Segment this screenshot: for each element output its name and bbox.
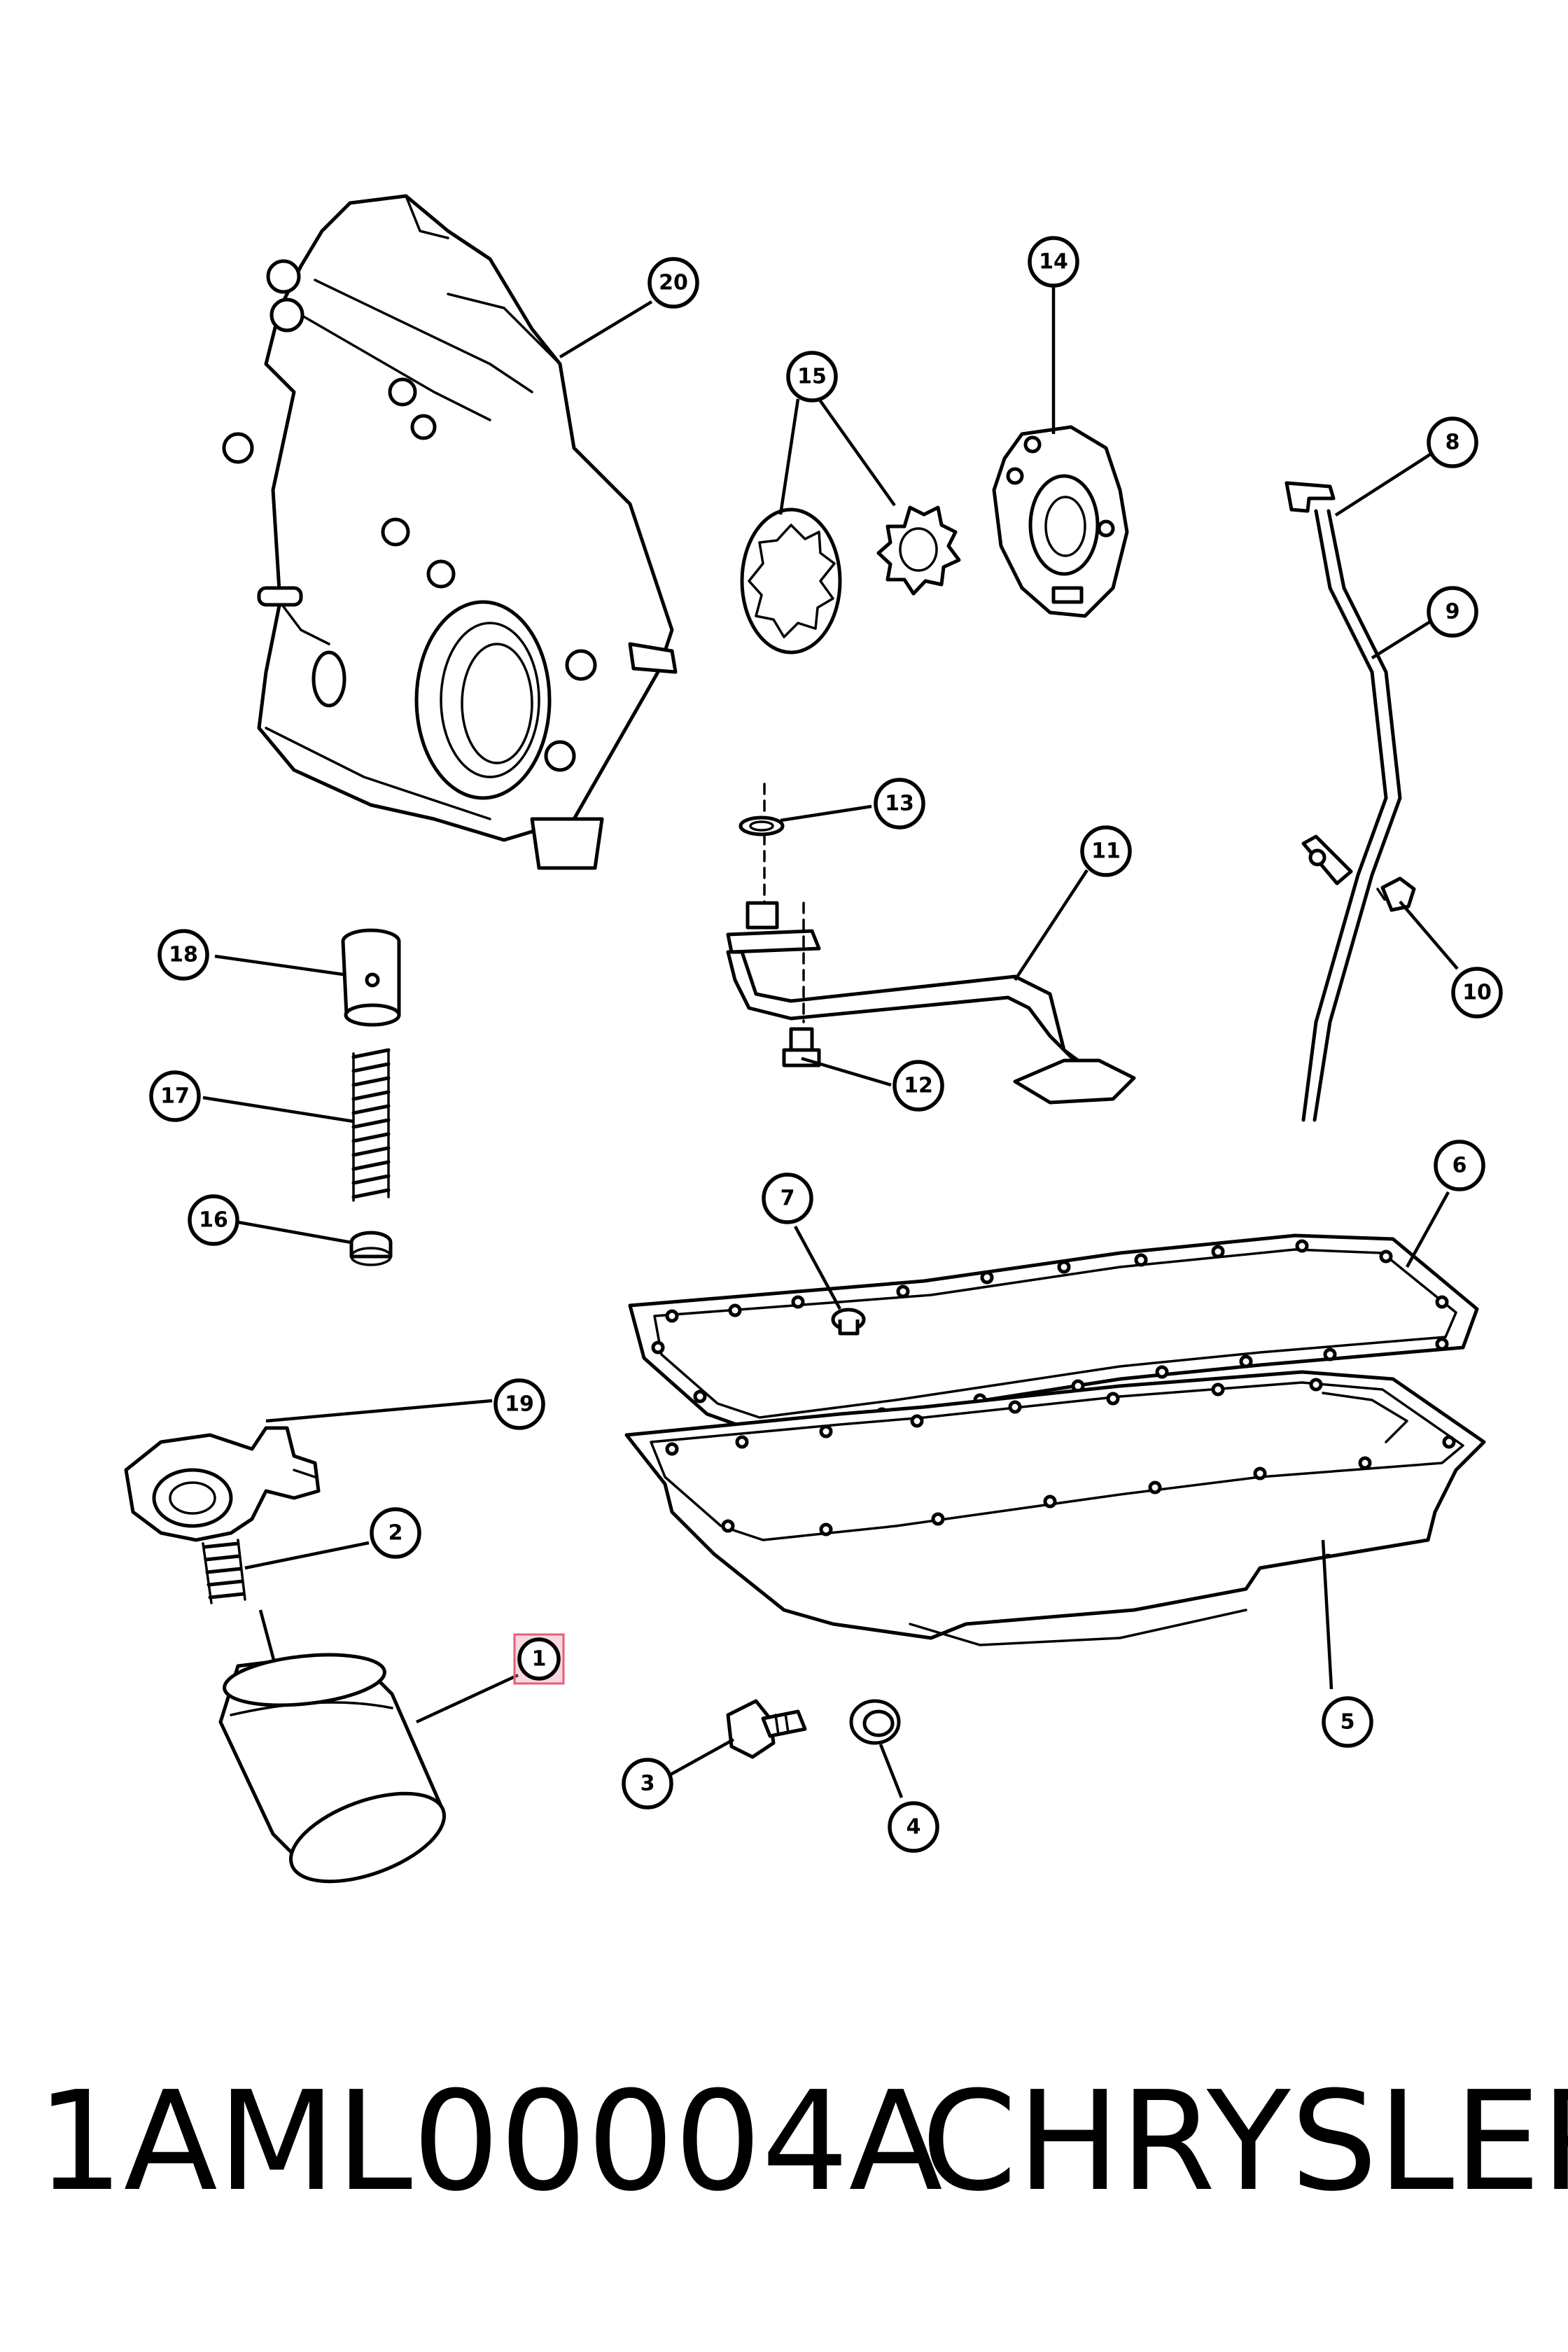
callout-circle	[1434, 1140, 1485, 1191]
callout-label: 6	[1452, 1154, 1467, 1178]
callout-circle	[1322, 1696, 1373, 1748]
part-oil-pump-rotors	[740, 505, 961, 654]
part-filter-adapter	[124, 1426, 321, 1542]
callout-label: 1	[532, 1647, 547, 1672]
callout-18: 18	[158, 929, 209, 981]
callout-label: 10	[1462, 981, 1492, 1005]
callout-circle	[517, 1637, 561, 1681]
callout-7: 7	[762, 1172, 813, 1224]
callout-circle	[188, 1194, 239, 1246]
callout-circle	[648, 257, 699, 309]
leader-lines	[202, 280, 1459, 1798]
callout-11: 11	[1080, 825, 1132, 877]
callout-10: 10	[1451, 967, 1503, 1018]
callout-label: 11	[1091, 839, 1121, 864]
callout-label: 20	[659, 271, 688, 295]
callout-5: 5	[1322, 1696, 1373, 1748]
callout-label: 3	[640, 1772, 655, 1796]
callout-circle	[370, 1507, 421, 1559]
callout-label: 15	[797, 365, 827, 389]
callout-15: 15	[786, 351, 838, 402]
callout-12: 12	[892, 1060, 944, 1112]
callout-label: 8	[1446, 430, 1460, 455]
callout-2: 2	[370, 1507, 421, 1559]
callout-label: 9	[1446, 600, 1460, 624]
callout-label: 5	[1340, 1710, 1355, 1735]
callout-circle	[493, 1378, 545, 1430]
callout-circle	[1427, 586, 1478, 638]
callout-label: 19	[505, 1392, 534, 1417]
callout-14: 14	[1028, 236, 1079, 288]
part-oil-pickup	[726, 783, 1136, 1105]
part-drain-washer	[849, 1699, 901, 1745]
callout-circle	[1028, 236, 1079, 288]
brand-name: CHRYSLER	[921, 2062, 1568, 2222]
part-dipstick-tube	[1284, 481, 1402, 1122]
callout-circle	[1451, 967, 1503, 1018]
callout-circle	[149, 1070, 201, 1122]
part-dipstick-bolt	[1376, 876, 1416, 912]
part-filter-nipple	[202, 1539, 246, 1604]
callout-circle	[892, 1060, 944, 1112]
callout-label: 4	[906, 1815, 921, 1840]
callout-1: 1	[517, 1637, 561, 1681]
callout-9: 9	[1427, 586, 1478, 638]
callout-circle	[1080, 825, 1132, 877]
callout-circle	[762, 1172, 813, 1224]
part-oil-pan	[624, 1370, 1486, 1646]
callout-circle	[1427, 416, 1478, 468]
callout-circle	[874, 778, 925, 830]
callout-circle	[786, 351, 838, 402]
callout-circle	[158, 929, 209, 981]
part-drain-plug	[726, 1699, 807, 1759]
part-oil-pump-cover	[992, 425, 1129, 618]
callout-6: 6	[1434, 1140, 1485, 1191]
callout-20: 20	[648, 257, 699, 309]
callout-4: 4	[888, 1801, 939, 1853]
callout-label: 18	[169, 943, 198, 967]
callout-label: 17	[160, 1084, 190, 1109]
part-oil-filter	[218, 1653, 447, 1884]
part-relief-valve	[341, 928, 401, 1266]
part-gasket-plug	[831, 1308, 866, 1336]
callout-3: 3	[622, 1758, 673, 1809]
callout-19: 19	[493, 1378, 545, 1430]
callout-label: 16	[199, 1208, 228, 1233]
callout-8: 8	[1427, 416, 1478, 468]
callout-circle	[888, 1801, 939, 1853]
callout-label: 13	[885, 792, 914, 816]
part-timing-cover	[222, 194, 678, 870]
callout-label: 12	[904, 1074, 933, 1098]
callout-16: 16	[188, 1194, 239, 1246]
callout-label: 2	[388, 1521, 403, 1546]
callout-label: 14	[1039, 250, 1068, 274]
callout-17: 17	[149, 1070, 201, 1122]
callout-label: 7	[780, 1186, 795, 1211]
part-number: 1AML00004A	[36, 2062, 943, 2222]
callout-circle	[622, 1758, 673, 1809]
callout-13: 13	[874, 778, 925, 830]
